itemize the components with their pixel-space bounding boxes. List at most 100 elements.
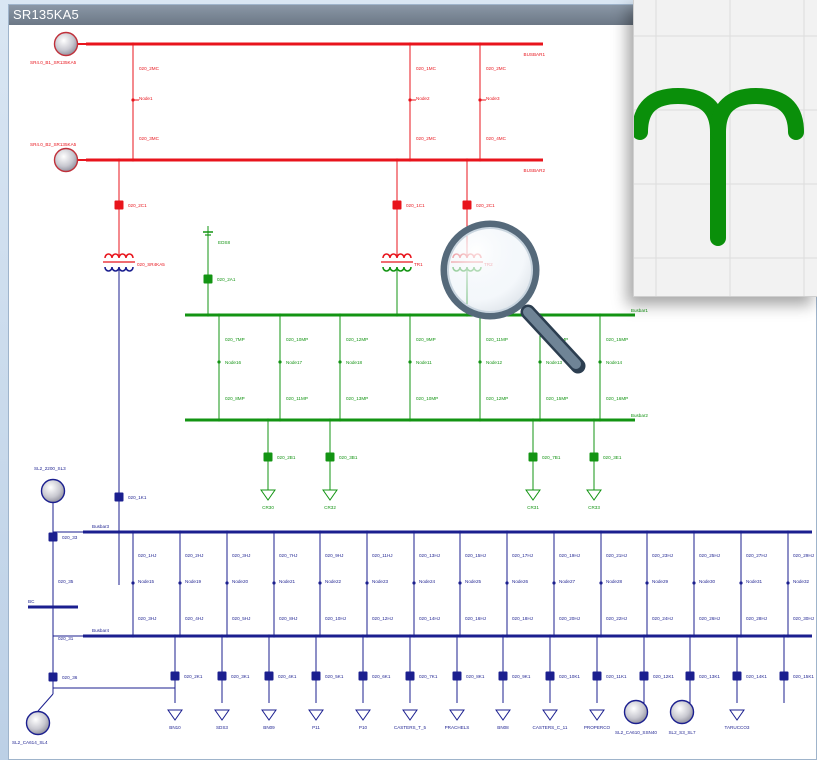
- breaker[interactable]: [528, 452, 538, 462]
- junction-node: [458, 634, 462, 638]
- junction-node: [552, 530, 556, 534]
- branch-label: 020_28HJ: [746, 616, 767, 621]
- junction-node: [217, 360, 221, 364]
- breaker-box: [545, 671, 555, 681]
- generator-2[interactable]: [53, 147, 79, 173]
- generator-circle: [53, 147, 79, 173]
- junction-node: [225, 634, 229, 638]
- breaker[interactable]: [48, 672, 58, 682]
- branch-label: 020_7HJ: [279, 553, 297, 558]
- breaker[interactable]: [732, 671, 742, 681]
- zoom-arc-left: [634, 87, 726, 246]
- node-label: Node3: [486, 96, 500, 101]
- window-titlebar[interactable]: SR135KA5: [9, 5, 816, 25]
- breaker[interactable]: [639, 671, 649, 681]
- generator-feeder[interactable]: [623, 699, 649, 725]
- branch-label: 020_8MP: [225, 396, 245, 401]
- breaker-label: 020_6K1: [372, 674, 391, 679]
- transformer-symbol: [103, 253, 135, 272]
- breaker-label: 020_14K1: [746, 674, 767, 679]
- generator-label: SR4.0_B2_SR135KA5: [30, 142, 77, 147]
- junction-node: [225, 581, 229, 585]
- junction-node: [338, 313, 342, 317]
- breaker[interactable]: [498, 671, 508, 681]
- junction-node: [328, 418, 332, 422]
- breaker-box: [732, 671, 742, 681]
- branch-label: 020_2MC: [486, 66, 507, 71]
- load-arrow-icon: [542, 709, 558, 721]
- load-arrow-icon: [525, 489, 541, 501]
- breaker[interactable]: [405, 671, 415, 681]
- junction-node: [278, 313, 282, 317]
- breaker[interactable]: [685, 671, 695, 681]
- branch-label: 020_15MP: [546, 396, 568, 401]
- branch-label: 020_29HJ: [793, 553, 814, 558]
- branch-label: 020_31: [58, 636, 74, 641]
- breaker[interactable]: [392, 200, 402, 210]
- breaker[interactable]: [592, 671, 602, 681]
- load-arrow-icon: [260, 489, 276, 501]
- breaker[interactable]: [452, 671, 462, 681]
- breaker[interactable]: [114, 200, 124, 210]
- junction-node: [786, 634, 790, 638]
- generator-sl3[interactable]: [40, 478, 66, 504]
- breaker[interactable]: [264, 671, 274, 681]
- junction-node: [272, 581, 276, 585]
- branch-label: 020_9HJ: [325, 553, 343, 558]
- junction-node: [599, 530, 603, 534]
- junction-node: [408, 42, 412, 46]
- breaker-box: [170, 671, 180, 681]
- breaker[interactable]: [170, 671, 180, 681]
- breaker[interactable]: [779, 671, 789, 681]
- load-arrow-icon: [589, 709, 605, 721]
- breaker-box: [592, 671, 602, 681]
- generator-sl4[interactable]: [25, 710, 51, 736]
- breaker[interactable]: [589, 452, 599, 462]
- junction-node: [538, 418, 542, 422]
- breaker-box: [203, 274, 213, 284]
- branch-label: 020_7MP: [225, 337, 245, 342]
- breaker-label: 020_1K1: [128, 495, 147, 500]
- junction-node: [465, 158, 469, 162]
- load-label: PRACHELS: [445, 725, 470, 730]
- junction-node: [173, 634, 177, 638]
- busbar-label: Busbar2: [631, 413, 649, 418]
- breaker-box: [311, 671, 321, 681]
- load-arrow-icon: [322, 489, 338, 501]
- breaker-label: 020_11K1: [606, 674, 627, 679]
- breaker[interactable]: [48, 532, 58, 542]
- breaker-box: [589, 452, 599, 462]
- junction-node: [458, 581, 462, 585]
- breaker-label: 020_2B1: [277, 455, 296, 460]
- breaker[interactable]: [263, 452, 273, 462]
- breaker-label: 020_36: [62, 675, 78, 680]
- branch-label: 020_4HJ: [185, 616, 203, 621]
- load-label: CR33: [588, 505, 600, 510]
- node-label: Node16: [225, 360, 242, 365]
- zoom-preview-panel: [633, 0, 817, 297]
- breaker[interactable]: [545, 671, 555, 681]
- node-label: Node17: [286, 360, 303, 365]
- branch-label: 020_26HJ: [699, 616, 720, 621]
- load-label: CASTERS_T_5: [394, 725, 427, 730]
- generator-1[interactable]: [53, 31, 79, 57]
- junction-node: [412, 530, 416, 534]
- busbar-label: Busbar1: [631, 308, 649, 313]
- breaker[interactable]: [114, 492, 124, 502]
- junction-node: [505, 530, 509, 534]
- breaker[interactable]: [217, 671, 227, 681]
- generator-feeder[interactable]: [669, 699, 695, 725]
- breaker[interactable]: [462, 200, 472, 210]
- zoom-arc-right: [710, 87, 804, 140]
- junction-node: [117, 530, 121, 534]
- breaker[interactable]: [358, 671, 368, 681]
- junction-node: [314, 634, 318, 638]
- junction-node: [131, 530, 135, 534]
- breaker-label: 020_5K1: [325, 674, 344, 679]
- breaker[interactable]: [203, 274, 213, 284]
- branch-label: 020_11MP: [486, 337, 508, 342]
- breaker[interactable]: [325, 452, 335, 462]
- breaker[interactable]: [311, 671, 321, 681]
- junction-node: [395, 313, 399, 317]
- junction-node: [338, 418, 342, 422]
